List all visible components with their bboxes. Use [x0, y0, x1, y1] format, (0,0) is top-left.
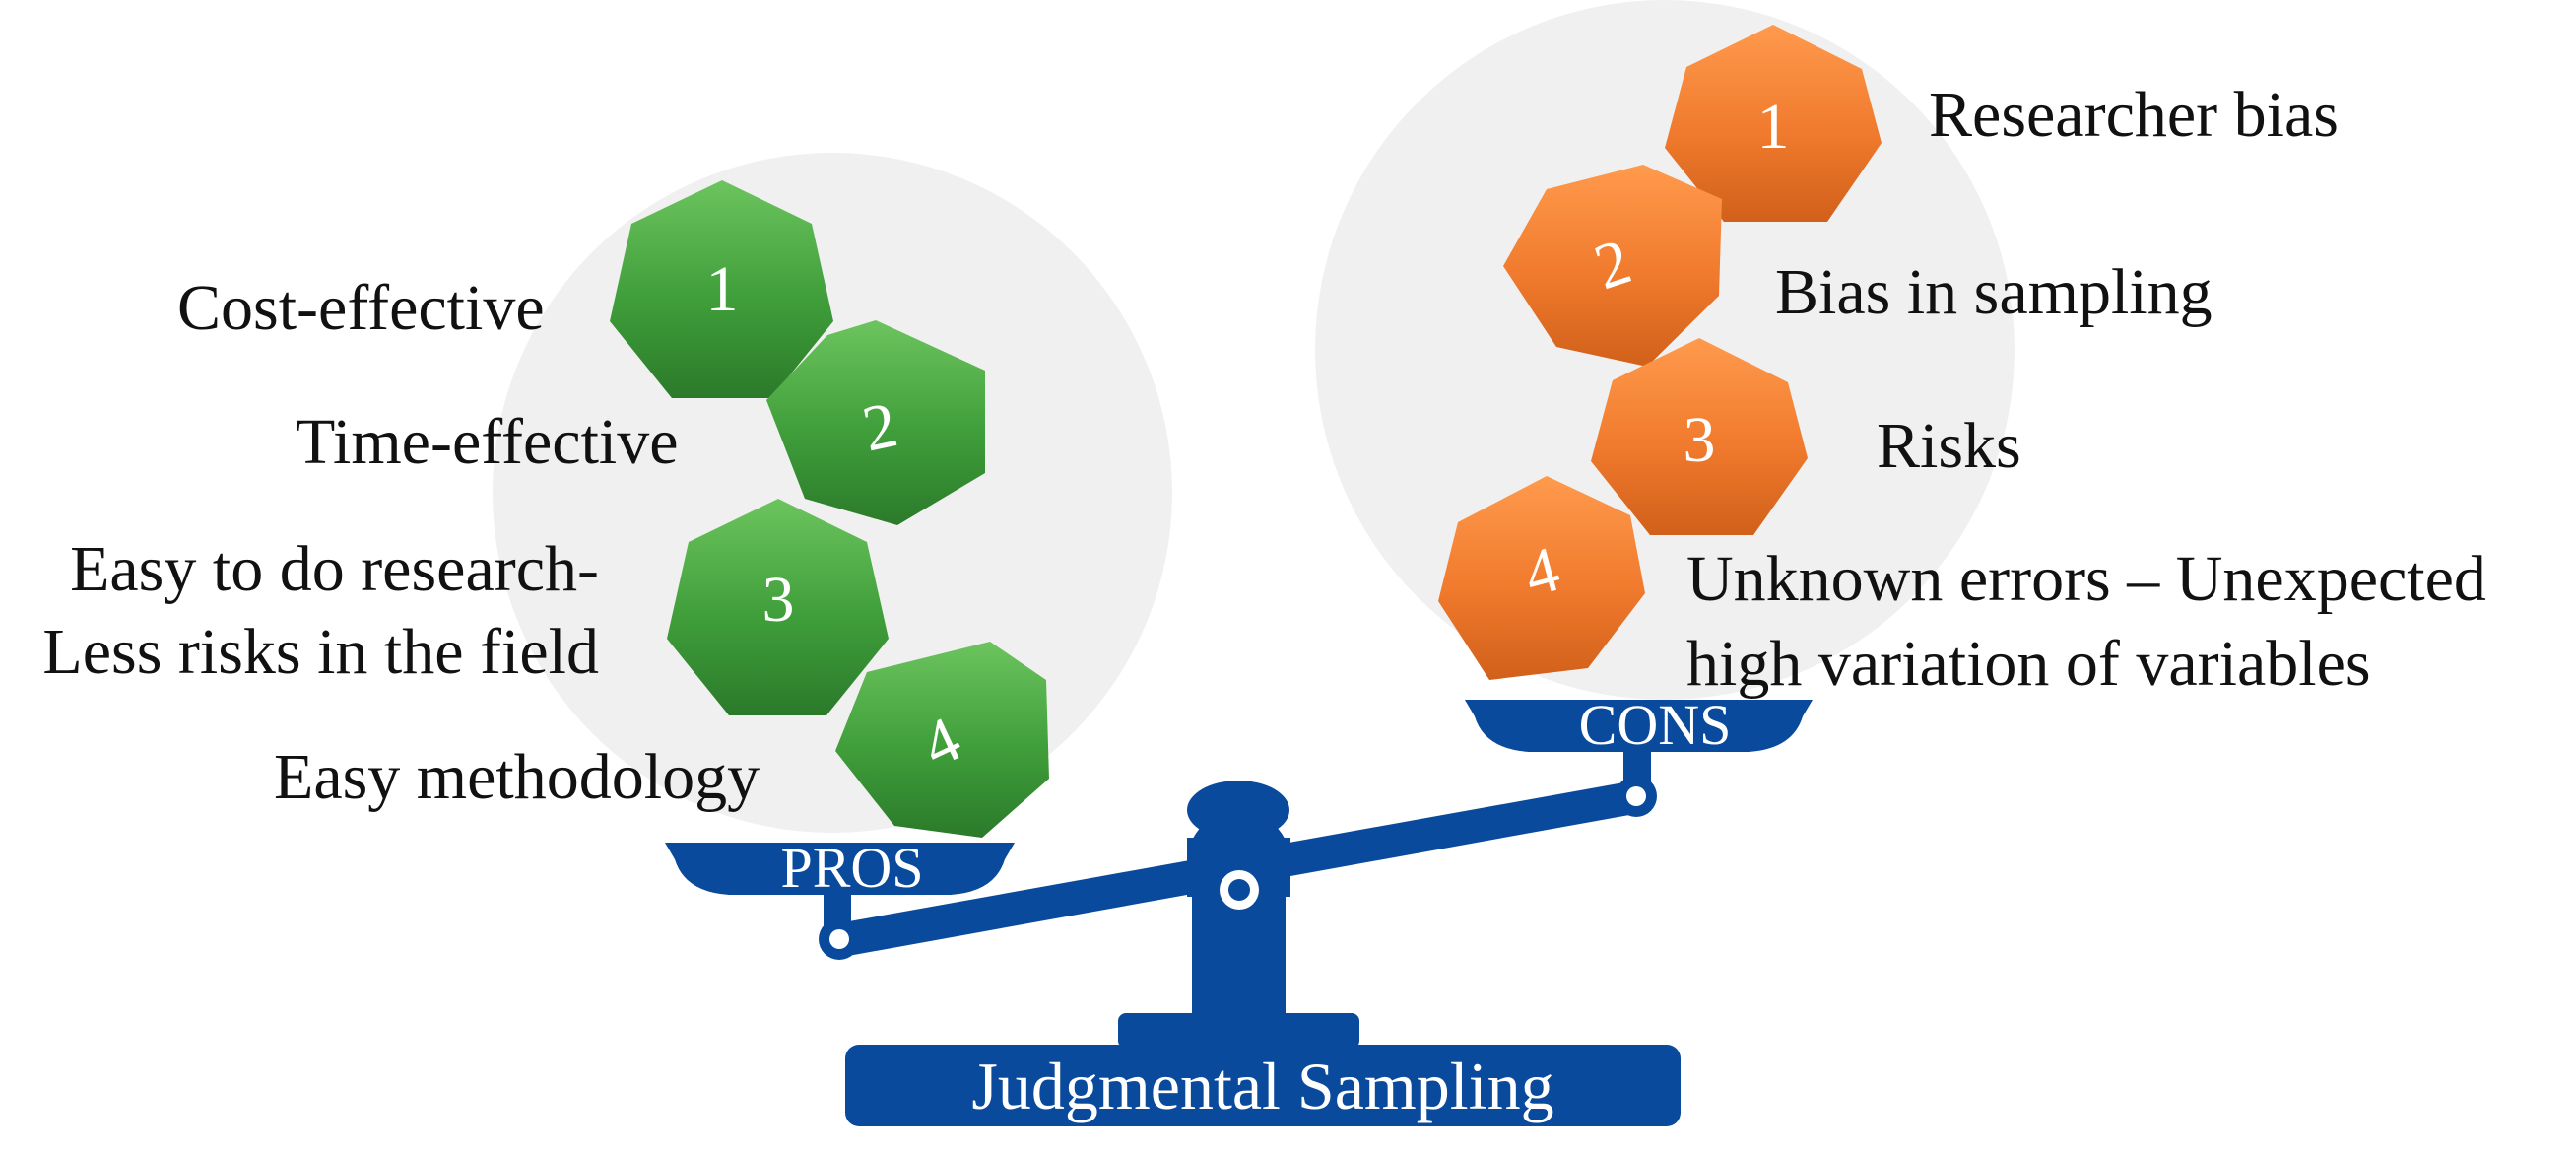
scale-beam	[832, 781, 1640, 958]
pros-label: PROS	[780, 836, 923, 900]
cons-item-2-badge: 2	[1503, 165, 1722, 367]
title-text: Judgmental Sampling	[971, 1049, 1553, 1123]
cons-item-2-text: Bias in sampling	[1775, 256, 2213, 328]
scale-base-plate	[1118, 1013, 1359, 1049]
pros-item-1-text: Cost-effective	[177, 272, 545, 344]
cons-item-3-text: Risks	[1877, 410, 2021, 482]
cons-label: CONS	[1579, 693, 1732, 757]
svg-text:1: 1	[1757, 91, 1790, 163]
pros-item-1-badge: 1	[610, 180, 833, 398]
pros-item-3-badge: 3	[667, 499, 889, 715]
pros-item-4-badge: 4	[835, 642, 1049, 838]
cons-pan	[1465, 700, 1813, 752]
svg-text:1: 1	[706, 253, 739, 325]
pros-item-3-text: Easy to do research- Less risks in the f…	[42, 533, 599, 688]
pros-item-2-text: Time-effective	[296, 406, 679, 478]
pros-item-4-text: Easy methodology	[274, 741, 760, 813]
cons-item-1-text: Researcher bias	[1929, 79, 2339, 151]
pros-item-2-badge: 2	[766, 320, 985, 525]
cons-item-4-text: Unknown errors – Unexpected high variati…	[1686, 543, 2486, 700]
cons-item-4-badge: 4	[1438, 476, 1645, 680]
cons-item-3-badge: 3	[1591, 338, 1808, 535]
cons-item-1-badge: 1	[1665, 25, 1882, 222]
title-bar	[845, 1045, 1681, 1126]
svg-text:3: 3	[762, 564, 795, 636]
pros-pan	[665, 843, 1015, 895]
svg-text:3: 3	[1684, 404, 1716, 476]
